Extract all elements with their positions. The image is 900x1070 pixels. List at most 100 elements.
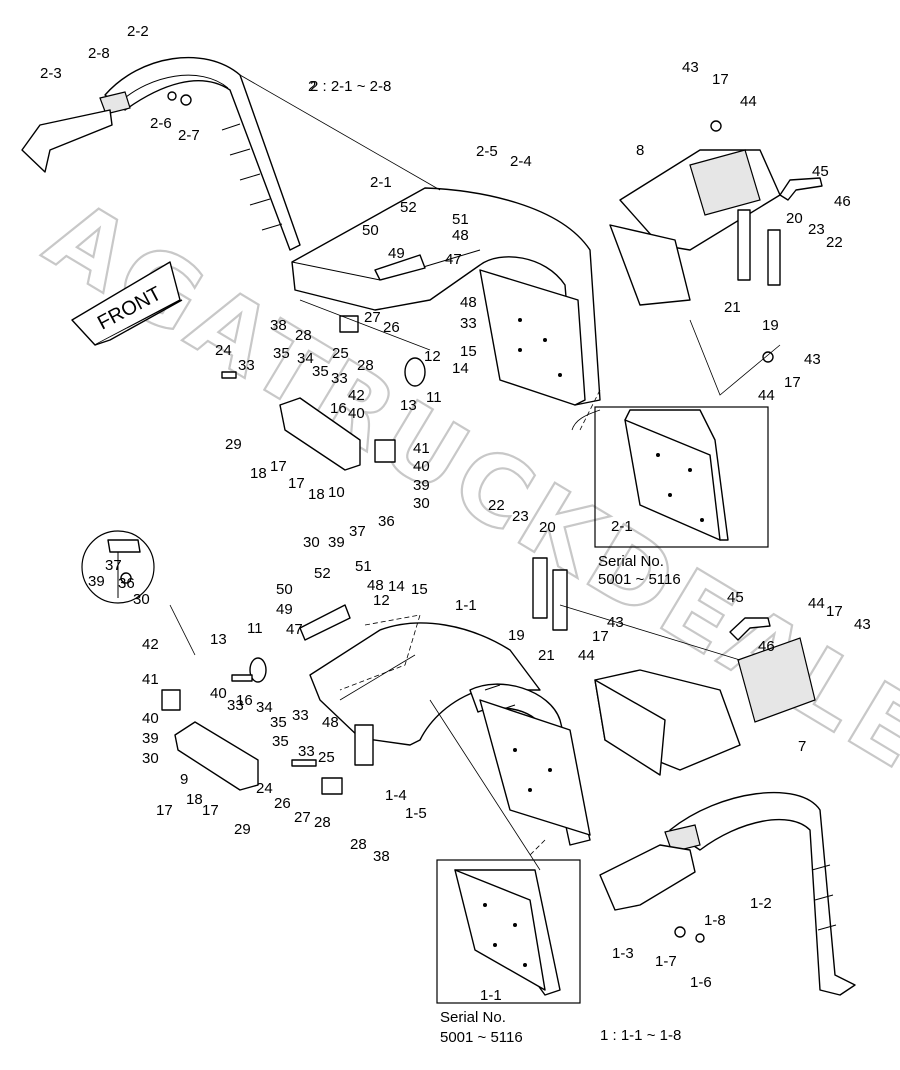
callout-label: 28 — [357, 357, 374, 374]
callout-label: 2-4 — [510, 153, 532, 170]
callout-label: 30 — [303, 534, 320, 551]
callout-label: 33 — [460, 315, 477, 332]
callout-label: 45 — [727, 589, 744, 606]
callout-label: 29 — [225, 436, 242, 453]
callout-label: 34 — [256, 699, 273, 716]
callout-label: 1-3 — [612, 945, 634, 962]
callout-label: 2-8 — [88, 45, 110, 62]
fender-2-assembly — [21, 56, 823, 471]
callout-label: 21 — [538, 647, 555, 664]
callout-label: 18 — [250, 465, 267, 482]
callout-label: 1-7 — [655, 953, 677, 970]
callout-label: 24 — [215, 342, 232, 359]
callout-label: 17 — [156, 802, 173, 819]
callout-label: 1-2 — [750, 895, 772, 912]
callout-label: 2-1 — [611, 518, 633, 535]
callout-label: 37 — [349, 523, 366, 540]
callout-label: 30 — [133, 591, 150, 608]
callout-label: 18 — [308, 486, 325, 503]
callout-label: 33 — [227, 697, 244, 714]
callout-label: 44 — [808, 595, 825, 612]
callout-label: 15 — [460, 343, 477, 360]
callout-label: 47 — [445, 251, 462, 268]
callout-label: 35 — [270, 714, 287, 731]
callout-label: 44 — [740, 93, 757, 110]
callout-label: 39 — [142, 730, 159, 747]
callout-label: 37 — [105, 557, 122, 574]
callout-label: 40 — [413, 458, 430, 475]
callout-label: 40 — [210, 685, 227, 702]
callout-label: 35 — [272, 733, 289, 750]
callout-label: 36 — [118, 575, 135, 592]
callout-label: 2-2 — [127, 23, 149, 40]
callout-label: 12 — [373, 592, 390, 609]
callout-label: 1-6 — [690, 974, 712, 991]
callout-label: 43 — [854, 616, 871, 633]
callout-label: 11 — [247, 620, 263, 637]
callout-label: 10 — [328, 484, 345, 501]
callout-label: 49 — [276, 601, 293, 618]
callout-label: 8 — [636, 142, 644, 159]
callout-label: 33 — [238, 357, 255, 374]
callout-label: 50 — [276, 581, 293, 598]
callout-label: 2-5 — [476, 143, 498, 160]
callout-label: 29 — [234, 821, 251, 838]
callout-label: 40 — [142, 710, 159, 727]
callout-label: 7 — [798, 738, 806, 755]
callout-label: 15 — [411, 581, 428, 598]
callout-label: 22 — [826, 234, 843, 251]
callout-label: 1-1 — [455, 597, 477, 614]
callout-label: 52 — [400, 199, 417, 216]
serial-lower-title: Serial No. — [440, 1009, 506, 1026]
callout-label: 35 — [312, 363, 329, 380]
callout-label: 28 — [295, 327, 312, 344]
callout-label: 43 — [682, 59, 699, 76]
callout-label: 9 — [180, 771, 188, 788]
callout-label: 16 — [330, 400, 347, 417]
callout-label: 36 — [378, 513, 395, 530]
callout-label: 33 — [292, 707, 309, 724]
callout-label: 35 — [273, 345, 290, 362]
callout-label: 34 — [297, 350, 314, 367]
callout-label: 51 — [355, 558, 372, 575]
callout-label: 18 — [186, 791, 203, 808]
callout-label: 49 — [388, 245, 405, 262]
callout-label: 46 — [834, 193, 851, 210]
callout-label: 2-6 — [150, 115, 172, 132]
callout-label: 17 — [826, 603, 843, 620]
callout-label: 43 — [607, 614, 624, 631]
callout-label: 12 — [424, 348, 441, 365]
callout-label: 26 — [383, 319, 400, 336]
callout-label: 47 — [286, 621, 303, 638]
callout-label: 19 — [762, 317, 779, 334]
callout-label: 17 — [288, 475, 305, 492]
callout-label: 17 — [712, 71, 729, 88]
callout-label: 1-8 — [704, 912, 726, 929]
callout-label: 28 — [314, 814, 331, 831]
callout-label: 25 — [332, 345, 349, 362]
callout-label: 44 — [578, 647, 595, 664]
inset-upper — [571, 406, 769, 548]
callout-label: 50 — [362, 222, 379, 239]
callout-label: 48 — [460, 294, 477, 311]
callout-label: 48 — [367, 577, 384, 594]
callout-label: 17 — [270, 458, 287, 475]
callout-label: 13 — [400, 397, 417, 414]
callout-label: 39 — [88, 573, 105, 590]
callout-label: 11 — [426, 389, 442, 406]
serial-upper-range: 5001 ~ 5116 — [598, 571, 681, 588]
callout-label: 30 — [142, 750, 159, 767]
callout-label: 46 — [758, 638, 775, 655]
fender-1-assembly — [81, 530, 856, 996]
callout-label: 2-7 — [178, 127, 200, 144]
callout-label: 19 — [508, 627, 525, 644]
callout-label: 38 — [270, 317, 287, 334]
callout-label: 1-5 — [405, 805, 427, 822]
callout-label: 1-4 — [385, 787, 407, 804]
callout-label: 33 — [298, 743, 315, 760]
callout-label: 24 — [256, 780, 273, 797]
callout-label: 20 — [539, 519, 556, 536]
callout-label: 27 — [364, 309, 381, 326]
